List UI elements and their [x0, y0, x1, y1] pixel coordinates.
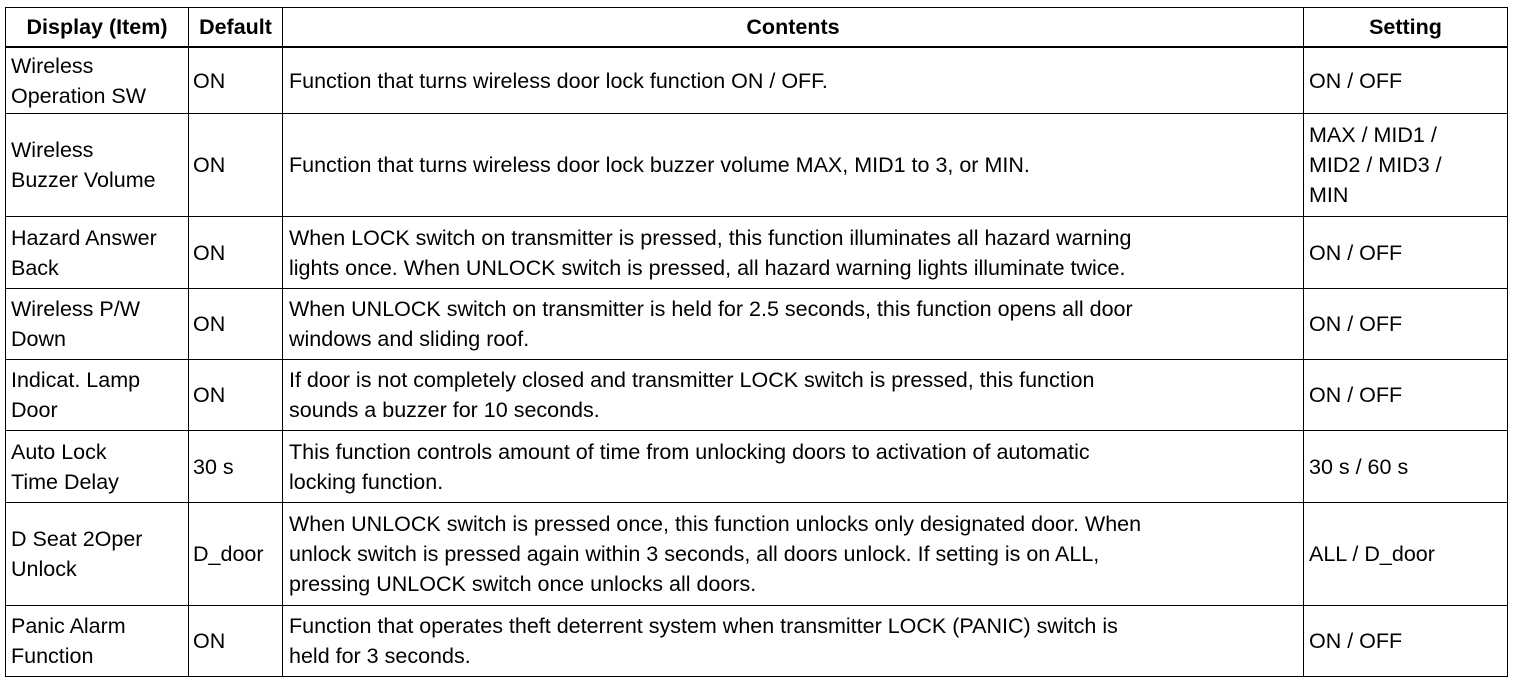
cell-setting: ALL / D_door: [1303, 502, 1508, 606]
header-display-item: Display (Item): [5, 7, 189, 48]
cell-setting: ON / OFF: [1303, 216, 1508, 289]
table-row: D Seat 2Oper Unlock D_door When UNLOCK s…: [5, 502, 1508, 606]
cell-default: 30 s: [188, 430, 283, 503]
cell-setting: ON / OFF: [1303, 46, 1508, 114]
header-default: Default: [188, 7, 283, 48]
table-row: Auto Lock Time Delay 30 s This function …: [5, 430, 1508, 503]
cell-contents: This function controls amount of time fr…: [282, 430, 1304, 503]
table-row: Hazard Answer Back ON When LOCK switch o…: [5, 216, 1508, 289]
cell-display-item: Wireless P/W Down: [5, 288, 189, 360]
header-setting: Setting: [1303, 7, 1508, 48]
cell-default: ON: [188, 605, 283, 677]
cell-display-item: Hazard Answer Back: [5, 216, 189, 289]
cell-display-item: Auto Lock Time Delay: [5, 430, 189, 503]
cell-setting: 30 s / 60 s: [1303, 430, 1508, 503]
settings-table: Display (Item) Default Contents Setting …: [5, 7, 1508, 677]
cell-default: ON: [188, 288, 283, 360]
cell-contents: When UNLOCK switch is pressed once, this…: [282, 502, 1304, 606]
table-header: Display (Item) Default Contents Setting: [5, 7, 1508, 48]
cell-display-item: Indicat. Lamp Door: [5, 359, 189, 431]
cell-default: D_door: [188, 502, 283, 606]
cell-display-item: Panic Alarm Function: [5, 605, 189, 677]
table-row: Wireless Operation SW ON Function that t…: [5, 46, 1508, 114]
cell-setting: ON / OFF: [1303, 605, 1508, 677]
cell-contents: When LOCK switch on transmitter is press…: [282, 216, 1304, 289]
table-row: Wireless P/W Down ON When UNLOCK switch …: [5, 288, 1508, 360]
table-row: Wireless Buzzer Volume ON Function that …: [5, 113, 1508, 217]
cell-contents: Function that turns wireless door lock b…: [282, 113, 1304, 217]
header-row: Display (Item) Default Contents Setting: [5, 7, 1508, 48]
table-row: Indicat. Lamp Door ON If door is not com…: [5, 359, 1508, 431]
cell-setting: ON / OFF: [1303, 288, 1508, 360]
cell-default: ON: [188, 359, 283, 431]
cell-setting: MAX / MID1 / MID2 / MID3 / MIN: [1303, 113, 1508, 217]
header-contents: Contents: [282, 7, 1304, 48]
table-row: Panic Alarm Function ON Function that op…: [5, 605, 1508, 677]
cell-setting: ON / OFF: [1303, 359, 1508, 431]
cell-display-item: D Seat 2Oper Unlock: [5, 502, 189, 606]
cell-default: ON: [188, 113, 283, 217]
cell-contents: Function that turns wireless door lock f…: [282, 46, 1304, 114]
cell-default: ON: [188, 216, 283, 289]
cell-display-item: Wireless Buzzer Volume: [5, 113, 189, 217]
table-body: Wireless Operation SW ON Function that t…: [5, 46, 1508, 677]
cell-default: ON: [188, 46, 283, 114]
cell-contents: Function that operates theft deterrent s…: [282, 605, 1304, 677]
cell-contents: If door is not completely closed and tra…: [282, 359, 1304, 431]
cell-display-item: Wireless Operation SW: [5, 46, 189, 114]
cell-contents: When UNLOCK switch on transmitter is hel…: [282, 288, 1304, 360]
